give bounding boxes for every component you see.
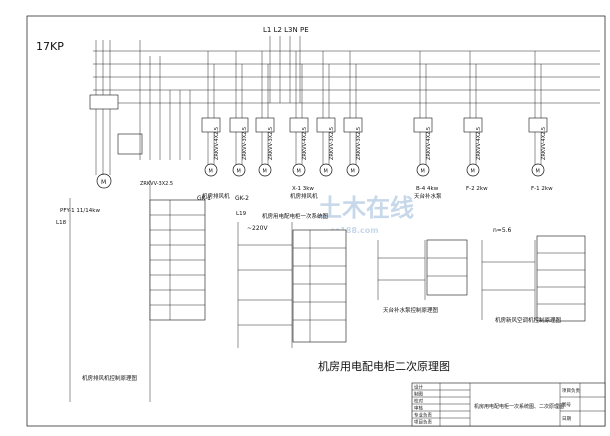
sheet-frame [26,15,606,427]
sheet-code: 17KP [36,40,64,53]
svg-text:M: M [101,179,106,186]
tb-right-1: 图号 [562,402,571,408]
feeder-column: M ZRKVV-4X2.5F-1 2kw [528,51,553,192]
ac-control-diagram [481,235,586,322]
tag-pfy: PFY-1 11/14kw [60,208,100,214]
motor-symbol [346,163,360,177]
tag-l19: L19 [236,211,247,217]
caption-pump-control: 天台补水泵控制原理图 [383,306,439,314]
motor-symbol [232,163,246,177]
feeder-cable: ZRKVV-4X2.5 [541,127,547,160]
svg-text:M: M [324,169,328,175]
main-title: 机房用电配电柜二次原理图 [318,359,450,373]
tag-n56: n=5.6 [493,227,512,234]
motor-symbol [204,163,218,177]
motor-symbol [258,163,272,177]
feeder-column: M ZRKVV-4X2.5F-2 2kw [463,51,488,192]
incoming-breaker-section: M [69,40,206,402]
pump-control-diagram [377,239,468,300]
tag-220v: ~220V [247,225,268,232]
feeder-cable: ZRKVV-4X2.5 [302,127,308,160]
cable-left: ZRKVV-3X2.5 [140,181,173,187]
feeder-column: M ZRKVV-3X2.5 [316,51,336,177]
feeder-columns: M ZRKVV-4X2.5 机房排风机 M ZRKVV-3X2.5M ZRKVV-3X2.… [201,51,553,200]
middle-control-diagram [237,222,347,348]
title-block: 设计 制图 校对 审核 专业负责 项目负责 机房用电配电柜一次系统图、二次原理图… [411,382,606,427]
feeder-cable: ZRKVV-3X2.5 [356,127,362,160]
feeder-cable: ZRKVV-3X2.5 [329,127,335,160]
feeder-cable: ZRKVV-4X2.5 [476,127,482,160]
motor-symbol [416,163,430,177]
svg-text:M: M [421,169,425,175]
svg-text:M: M [237,169,241,175]
tb-label-4: 专业负责 [414,412,432,419]
motor-symbol [319,163,333,177]
feeder-power: B-4 4kw [416,186,439,192]
feeder-cable: ZRKVV-3X2.5 [268,127,274,160]
tb-drawing-name: 机房用电配电柜一次系统图、二次原理图 [474,403,564,410]
feeder-power: F-2 2kw [466,186,488,192]
feeder-power: X-1 3kw [292,186,314,192]
tb-label-2: 校对 [414,398,423,405]
feeder-power: F-1 2kw [531,186,553,192]
caption-ac-control: 机房新风空调机控制原理图 [495,316,562,324]
feeder-column: M ZRKVV-3X2.5 [255,51,275,177]
motor-symbol [292,163,306,177]
caption-fan-control: 机房排风机控制原理图 [82,374,138,382]
tag-gk1: GK-1 [197,195,211,202]
main-busbars [93,36,600,104]
tb-right-2: 日期 [562,416,571,422]
tb-label-0: 设计 [414,384,423,391]
svg-text:M: M [536,169,540,175]
tag-gk2: GK-2 [235,195,249,202]
tb-right-0: 项目负责 [562,387,580,394]
feeder-column: M ZRKVV-3X2.5 [229,51,249,177]
svg-text:M: M [471,169,475,175]
svg-text:M: M [209,169,213,175]
feeder-cable: ZRKVV-4X2.5 [214,127,220,160]
feeder-name: 机房排风机 [202,192,230,200]
feeder-name: 天台补水泵 [414,192,442,200]
feeder-column: M ZRKVV-4X2.5 机房排风机 [201,51,230,200]
caption-primary-system: 机房用电配电柜一次系统图 [262,212,329,220]
watermark-text: 土木在线 [318,194,414,222]
feeder-column: M ZRKVV-3X2.5 [343,51,363,177]
svg-text:M: M [297,169,301,175]
tb-label-3: 审核 [414,405,423,412]
bus-label: L1 L2 L3N PE [263,26,309,34]
svg-text:M: M [263,169,267,175]
feeder-cable: ZRKVV-3X2.5 [242,127,248,160]
motor-symbol [531,163,545,177]
watermark-subtext: co188.com [330,226,379,235]
motor-symbol [466,163,480,177]
tag-l18: L18 [56,220,67,226]
feeder-name: 机房排风机 [290,192,318,200]
svg-text:M: M [351,169,355,175]
tb-label-1: 制图 [414,391,423,398]
tb-label-5: 项目负责 [414,419,432,426]
feeder-cable: ZRKVV-4X2.5 [426,127,432,160]
